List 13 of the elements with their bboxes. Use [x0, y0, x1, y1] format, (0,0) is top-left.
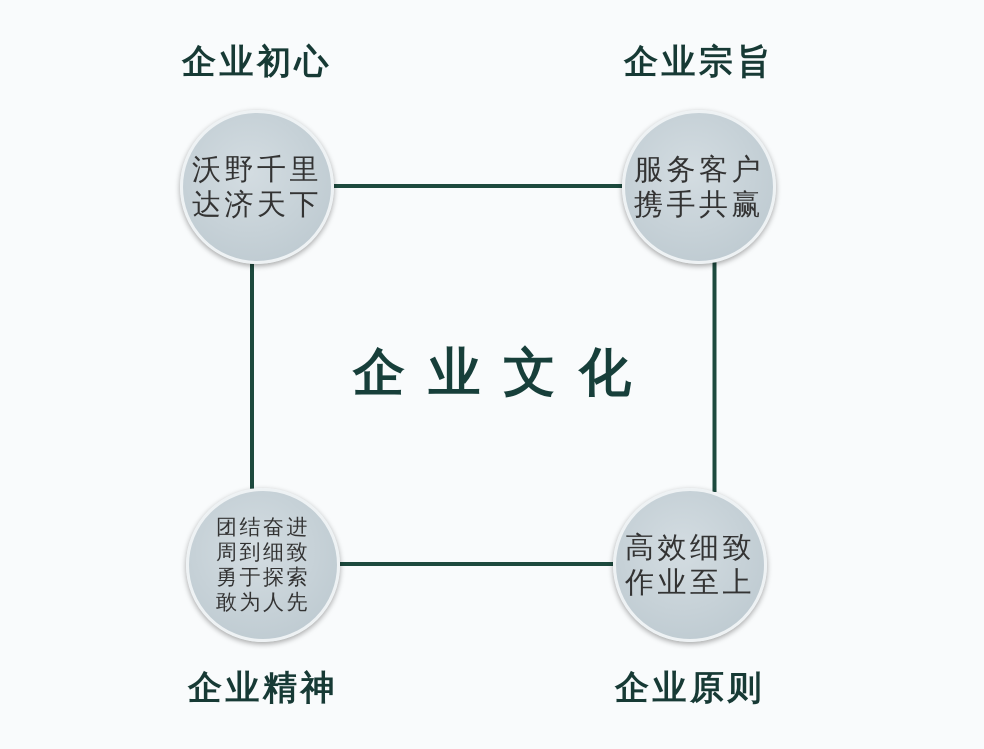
- connector-line: [250, 264, 254, 489]
- heading: 企业初心: [182, 41, 332, 84]
- motto-text: 高效细致作业至上: [624, 530, 756, 600]
- motto-text: 服务客户携手共赢: [633, 152, 765, 222]
- heading: 企业精神: [188, 667, 338, 710]
- title: 企业文化: [352, 341, 656, 405]
- motto-text: 沃野千里达济天下: [191, 152, 323, 222]
- connector-line: [334, 184, 622, 188]
- heading: 企业宗旨: [624, 41, 774, 84]
- motto-text: 团结奋进周到细致勇于探索敢为人先: [214, 514, 312, 616]
- connector-line: [340, 562, 613, 566]
- connector-line: [712, 262, 716, 492]
- heading: 企业原则: [615, 667, 765, 710]
